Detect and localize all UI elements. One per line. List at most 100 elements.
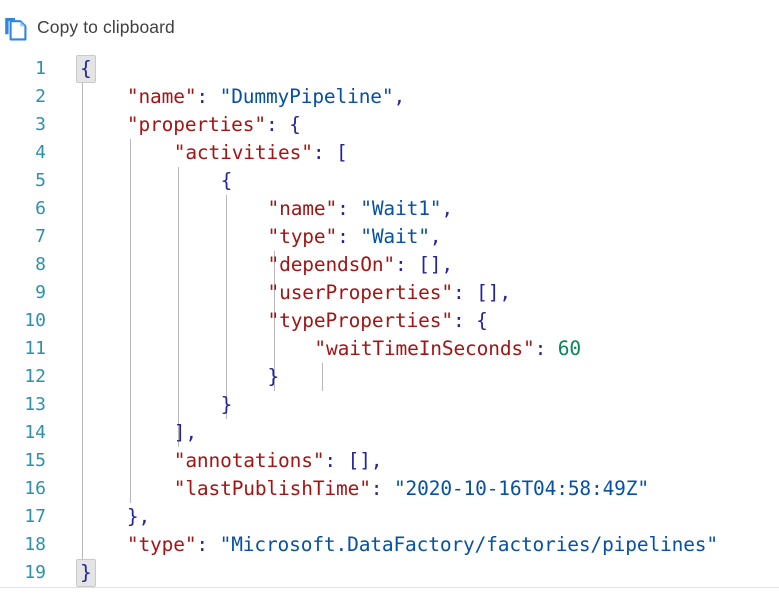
token-pun: ,	[370, 449, 383, 472]
token-num: 60	[557, 337, 581, 360]
line-number: 18	[24, 534, 46, 555]
token-brace: {	[220, 169, 233, 192]
code-text: "waitTimeInSeconds": 60	[314, 335, 581, 363]
code-line: 5{	[0, 167, 779, 195]
code-line: 10 "typeProperties": {	[0, 307, 779, 335]
token-pun: ,	[138, 505, 151, 528]
token-key: "type"	[126, 533, 197, 556]
code-text: "properties": {	[127, 111, 301, 139]
code-line: 2 "name": "DummyPipeline",	[0, 83, 779, 111]
token-key: "userProperties"	[267, 281, 454, 304]
bracket-match-highlight: }	[76, 559, 96, 587]
code-text: "activities": [	[174, 139, 348, 167]
token-pun: :	[395, 253, 419, 276]
code-line: 12}	[0, 363, 779, 391]
code-text: }	[268, 363, 280, 391]
line-number: 13	[24, 394, 46, 415]
token-pun: :	[370, 477, 394, 500]
line-number: 8	[35, 254, 46, 275]
token-brace: []	[476, 281, 500, 304]
token-brace: []	[418, 253, 442, 276]
token-str: "Wait"	[360, 225, 430, 248]
line-number: 5	[35, 170, 46, 191]
line-number: 4	[35, 142, 46, 163]
token-key: "dependsOn"	[267, 253, 396, 276]
code-line: 13}	[0, 391, 779, 419]
json-code-block[interactable]: 1{2"name": "DummyPipeline",3"properties"…	[0, 55, 779, 588]
token-brace: [	[336, 141, 348, 164]
code-text: "name": "Wait1",	[267, 195, 454, 223]
token-key: "typeProperties"	[267, 309, 454, 332]
token-pun: ,	[429, 225, 442, 248]
code-text: "name": "DummyPipeline",	[127, 83, 405, 111]
code-text: {	[221, 167, 233, 195]
line-number: 3	[35, 114, 46, 135]
token-key: "type"	[267, 225, 338, 248]
code-text: "annotations": [],	[174, 447, 383, 475]
code-line: 15 "annotations": [],	[0, 447, 779, 475]
code-text: }	[221, 391, 233, 419]
token-brace: {	[476, 309, 488, 332]
code-line: 3 "properties": {	[0, 111, 779, 139]
code-text: ],	[174, 419, 197, 447]
code-line: 16 "lastPublishTime": "2020-10-16T04:58:4…	[0, 475, 779, 503]
code-line: 17},	[0, 503, 779, 531]
token-pun: :	[312, 141, 337, 164]
token-pun: :	[324, 449, 348, 472]
line-number: 6	[35, 198, 46, 219]
copy-icon	[4, 16, 28, 42]
token-brace: []	[347, 449, 371, 472]
code-line: 11"waitTimeInSeconds": 60	[0, 335, 779, 363]
code-text: "dependsOn": [],	[267, 251, 454, 279]
token-key: "name"	[267, 197, 338, 220]
copy-to-clipboard-button[interactable]: Copy to clipboard	[0, 0, 175, 55]
code-line: 8 "dependsOn": [],	[0, 251, 779, 279]
line-number: 12	[24, 366, 46, 387]
token-key: "waitTimeInSeconds"	[314, 337, 535, 360]
token-pun: :	[265, 113, 290, 136]
code-line: 6 "name": "Wait1",	[0, 195, 779, 223]
code-line: 1{	[0, 55, 779, 83]
line-number: 9	[35, 282, 46, 303]
token-pun: :	[337, 197, 361, 220]
line-number: 2	[35, 86, 46, 107]
code-text: "typeProperties": {	[268, 307, 488, 335]
token-key: "lastPublishTime"	[173, 477, 371, 500]
code-line: 4 "activities": [	[0, 139, 779, 167]
token-pun: :	[534, 337, 558, 360]
code-text: {	[76, 55, 96, 83]
token-str: "Microsoft.DataFactory/factories/pipelin…	[219, 533, 719, 556]
line-number: 14	[24, 422, 46, 443]
code-line: 7"type": "Wait",	[0, 223, 779, 251]
token-str: "2020-10-16T04:58:49Z"	[393, 477, 649, 500]
token-pun: :	[196, 533, 220, 556]
token-key: "annotations"	[173, 449, 325, 472]
code-text: "lastPublishTime": "2020-10-16T04:58:49Z…	[174, 475, 649, 503]
line-number: 15	[24, 450, 46, 471]
token-pun: ,	[185, 421, 197, 444]
code-lines: 1{2"name": "DummyPipeline",3"properties"…	[0, 55, 779, 587]
code-text: }	[76, 559, 96, 587]
token-pun: ,	[499, 281, 511, 304]
token-pun: :	[452, 281, 477, 304]
token-pun: ,	[393, 85, 406, 108]
code-text: "type": "Microsoft.DataFactory/factories…	[127, 531, 718, 559]
line-number: 16	[24, 478, 46, 499]
code-text: },	[127, 503, 150, 531]
token-pun: ,	[441, 253, 453, 276]
line-number: 7	[35, 226, 46, 247]
line-number: 10	[24, 310, 46, 331]
copy-to-clipboard-label: Copy to clipboard	[37, 17, 175, 37]
token-str: "Wait1"	[360, 197, 442, 220]
code-text: "userProperties": [],	[267, 279, 512, 307]
token-pun: :	[452, 309, 477, 332]
code-line: 19}	[0, 559, 779, 587]
token-brace: }	[267, 365, 280, 388]
token-pun: ,	[441, 197, 453, 220]
token-key: "properties"	[126, 113, 266, 136]
line-number: 1	[35, 58, 46, 79]
line-number: 17	[24, 506, 46, 527]
token-key: "activities"	[173, 141, 313, 164]
bracket-match-highlight: {	[76, 55, 96, 83]
token-pun: :	[196, 85, 220, 108]
